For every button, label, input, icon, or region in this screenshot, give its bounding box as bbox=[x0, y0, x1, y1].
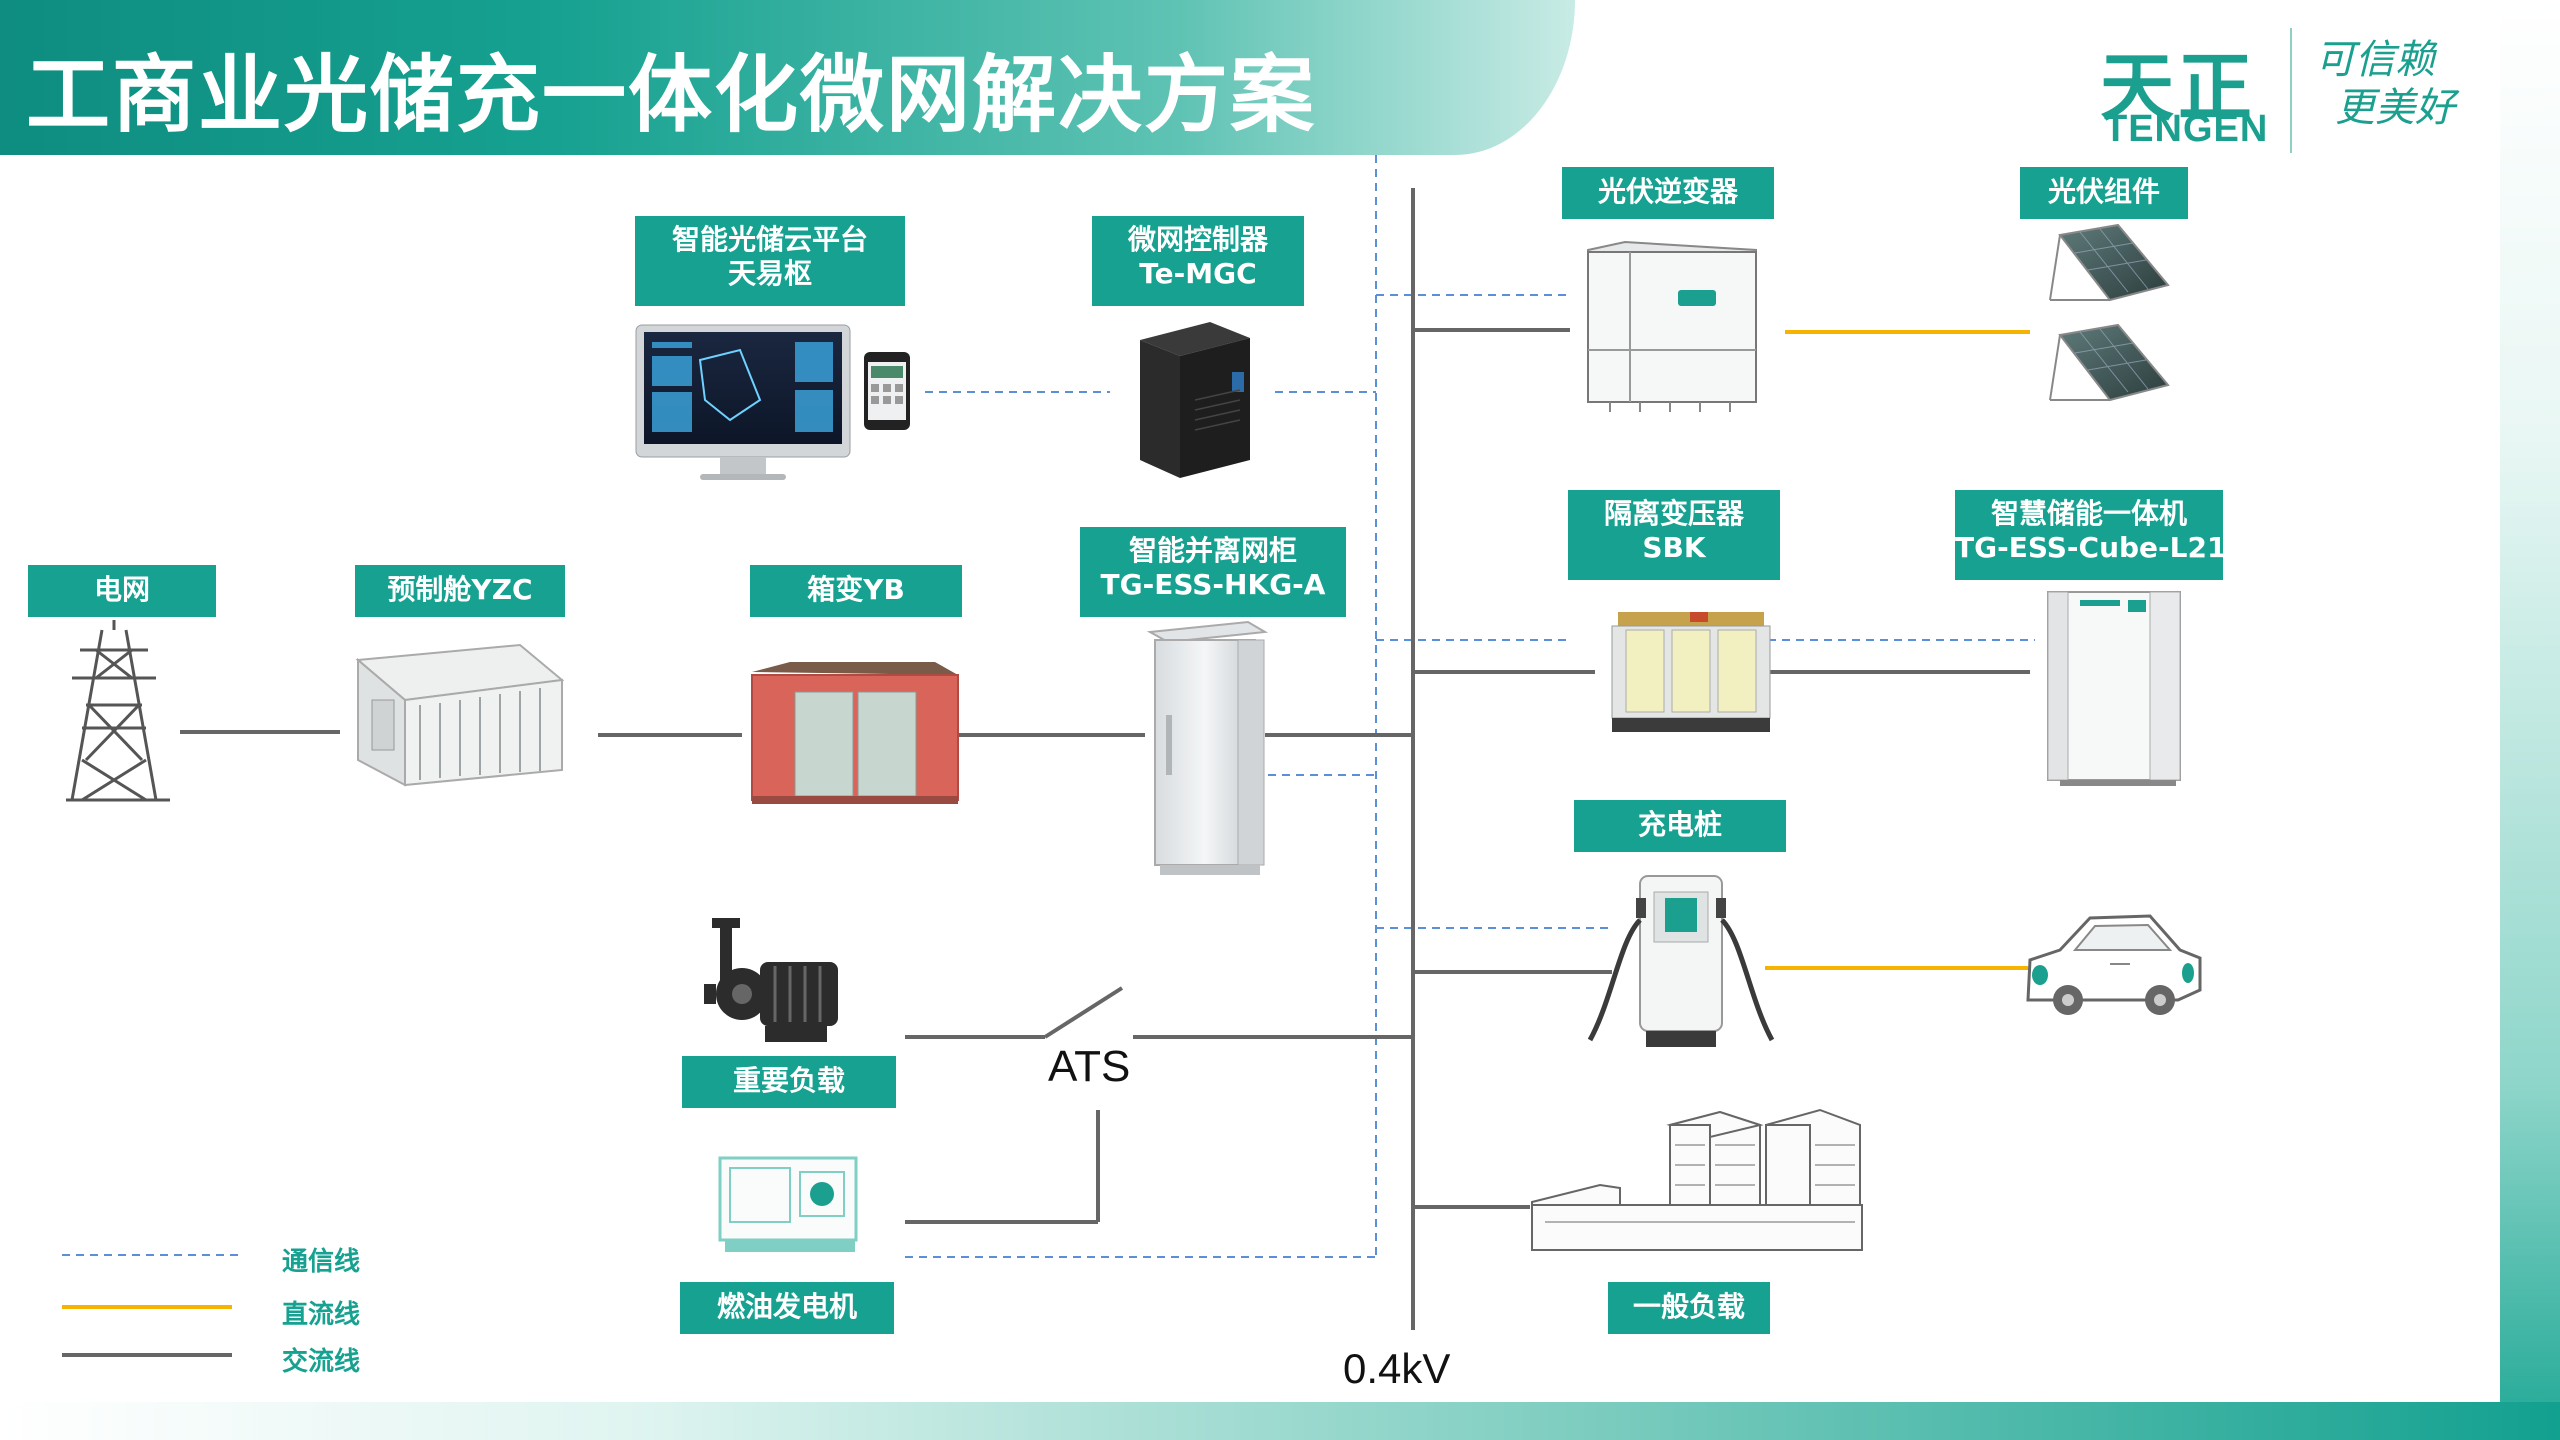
ess-cabinet-icon bbox=[2047, 591, 2181, 786]
bottom-band bbox=[0, 1402, 2560, 1440]
logo-cn: 天正 bbox=[2100, 45, 2256, 131]
transformer-icon bbox=[1611, 612, 1771, 732]
label-pv-module-text: 光伏组件 bbox=[2047, 175, 2160, 208]
charger-icon bbox=[1587, 875, 1775, 1047]
label-hkg-line2: TG-ESS-HKG-A bbox=[1100, 568, 1326, 601]
car-icon bbox=[2026, 914, 2202, 1015]
label-cloud-line2: 天易枢 bbox=[727, 257, 812, 290]
label-cloud-line1: 智能光储云平台 bbox=[671, 223, 868, 256]
bus-voltage-label: 0.4kV bbox=[1343, 1345, 1451, 1392]
label-pv-inverter: 光伏逆变器 bbox=[1562, 167, 1774, 219]
label-important-load: 重要负载 bbox=[682, 1056, 896, 1108]
solar-panel-icon bbox=[2049, 223, 2170, 402]
label-pv-inverter-text: 光伏逆变器 bbox=[1597, 175, 1738, 208]
inverter-icon bbox=[1587, 240, 1757, 412]
monitor-icon bbox=[635, 324, 910, 480]
label-mgc: 微网控制器 Te-MGC bbox=[1092, 216, 1304, 306]
label-yb-text: 箱变YB bbox=[807, 573, 905, 606]
label-mgc-line2: Te-MGC bbox=[1139, 257, 1257, 290]
label-grid-text: 电网 bbox=[93, 573, 150, 606]
label-yzc-text: 预制舱YZC bbox=[387, 573, 533, 606]
label-general-load-text: 一般负载 bbox=[1632, 1290, 1745, 1323]
slogan-line-1: 可信赖 bbox=[2315, 37, 2435, 83]
legend-lines bbox=[62, 1254, 242, 1357]
label-generator: 燃油发电机 bbox=[680, 1282, 894, 1334]
label-sbk-line2: SBK bbox=[1642, 531, 1706, 564]
grid-tie-cabinet-icon bbox=[1146, 620, 1269, 875]
title-banner: 工商业光储充一体化微网解决方案 bbox=[0, 0, 1575, 155]
label-yzc: 预制舱YZC bbox=[355, 565, 565, 617]
logo-slogan: 可信赖 更美好 bbox=[2315, 36, 2455, 132]
label-general-load: 一般负载 bbox=[1608, 1282, 1770, 1334]
logo-en: TENGEN bbox=[2104, 108, 2269, 150]
controller-icon bbox=[1140, 322, 1250, 478]
label-charger-text: 充电桩 bbox=[1637, 808, 1722, 841]
label-charger: 充电桩 bbox=[1574, 800, 1786, 852]
label-sbk-line1: 隔离变压器 bbox=[1603, 497, 1744, 530]
slogan-line-2: 更美好 bbox=[2335, 85, 2455, 131]
motor-icon bbox=[704, 918, 838, 1042]
label-sbk: 隔离变压器 SBK bbox=[1568, 490, 1780, 580]
label-ess-line2: TG-ESS-Cube-L215 bbox=[1955, 531, 2246, 564]
label-cloud-platform: 智能光储云平台 天易枢 bbox=[635, 216, 905, 306]
ac-lines bbox=[180, 188, 2030, 1330]
logo-divider bbox=[2290, 28, 2292, 153]
generator-icon bbox=[718, 1156, 858, 1252]
brand-logo: 天正 TENGEN 可信赖 更美好 bbox=[2100, 28, 2480, 158]
ats-label: ATS bbox=[1048, 1042, 1131, 1091]
page-title: 工商业光储充一体化微网解决方案 bbox=[26, 46, 1317, 144]
label-hkg: 智能并离网柜 TG-ESS-HKG-A bbox=[1080, 527, 1346, 617]
buildings-icon bbox=[1531, 1108, 1863, 1251]
label-ess-line1: 智慧储能一体机 bbox=[1990, 497, 2187, 530]
right-decoration bbox=[2500, 0, 2560, 1440]
label-important-load-text: 重要负载 bbox=[732, 1064, 845, 1097]
prefab-cabin-icon bbox=[355, 643, 565, 787]
label-mgc-line1: 微网控制器 bbox=[1127, 223, 1268, 256]
tower-icon bbox=[66, 620, 170, 802]
legend-ac-label: 交流线 bbox=[282, 1347, 361, 1377]
dc-lines bbox=[1765, 330, 2030, 970]
label-yb: 箱变YB bbox=[750, 565, 962, 617]
label-ess: 智慧储能一体机 TG-ESS-Cube-L215 bbox=[1955, 490, 2246, 580]
legend-comm-label: 通信线 bbox=[282, 1247, 361, 1277]
label-hkg-line1: 智能并离网柜 bbox=[1128, 534, 1297, 567]
label-generator-text: 燃油发电机 bbox=[716, 1290, 857, 1323]
box-substation-icon bbox=[751, 662, 959, 804]
comm-lines bbox=[905, 155, 2035, 1258]
label-grid: 电网 bbox=[28, 565, 216, 617]
legend-dc-label: 直流线 bbox=[282, 1300, 361, 1330]
label-pv-module: 光伏组件 bbox=[2020, 167, 2188, 219]
